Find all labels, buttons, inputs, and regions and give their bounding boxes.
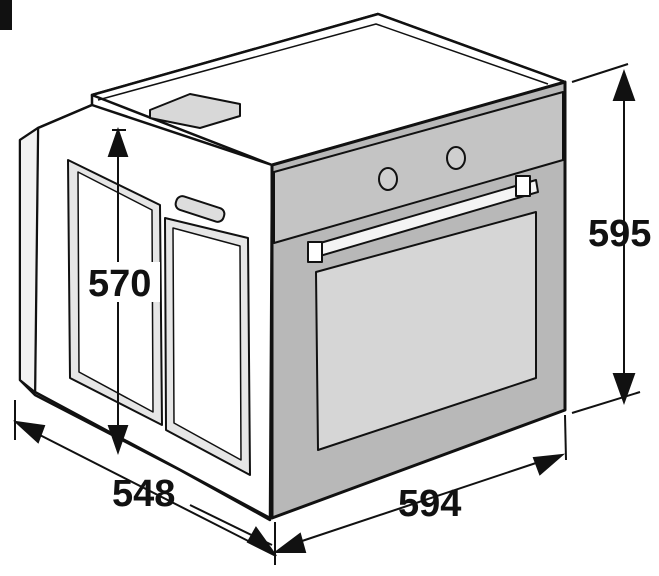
oven-door-window [315, 211, 537, 451]
side-rail-right-inner [172, 227, 242, 461]
niche-height-label: 570 [88, 263, 151, 305]
depth-dim-line [29, 429, 263, 549]
width-arrow-right [532, 453, 566, 476]
width-dim-line [289, 459, 546, 546]
handle-end-left [307, 241, 323, 263]
control-panel [273, 91, 564, 244]
oven-body [18, 12, 567, 522]
oven-side-back [19, 127, 39, 393]
height-ext-top [571, 63, 629, 83]
width-ext-right [564, 414, 567, 461]
niche-label-bg [88, 262, 160, 302]
niche-arrow-bottom [107, 425, 129, 456]
side-handle-slot [174, 195, 226, 223]
top-vent [149, 93, 241, 129]
height-ext-bottom [571, 391, 641, 414]
width-arrow-left [273, 532, 307, 553]
oven-top-rim [97, 23, 549, 101]
depth-arrow-left [12, 420, 46, 444]
depth-arrow-right [246, 526, 277, 557]
depth-label: 548 [112, 473, 175, 515]
knob-right-icon [446, 146, 466, 170]
niche-arrow-top [107, 126, 129, 157]
handle-end-right [515, 175, 531, 197]
height-label: 595 [588, 213, 651, 255]
height-arrow-top [612, 69, 636, 101]
corner-mark [0, 0, 12, 30]
dimension-lines [12, 63, 641, 565]
width-label: 594 [398, 483, 461, 525]
knob-left-icon [378, 167, 398, 191]
height-arrow-bottom [612, 373, 636, 405]
